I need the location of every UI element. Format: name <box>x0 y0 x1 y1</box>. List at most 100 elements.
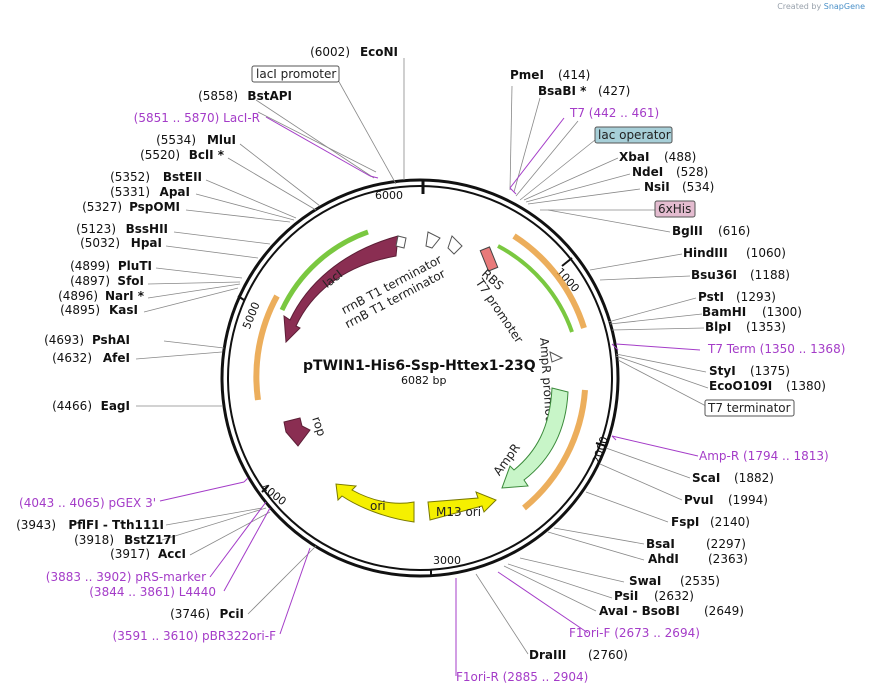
site-pshai-pos: (4693) <box>44 333 84 347</box>
ampR-arc <box>522 389 588 511</box>
site-nari-pos: (4896) <box>58 289 98 303</box>
m13-ori-label: M13 ori <box>436 505 481 519</box>
site-avai-bsobi-pos: (2649) <box>704 604 744 618</box>
lacI-arc-green <box>279 229 369 312</box>
site-ecoo109i-pos: (1380) <box>786 379 826 393</box>
site-kasi: KasI <box>109 303 138 317</box>
site-ndei: NdeI <box>632 165 663 179</box>
rrnB-terminator-2 <box>425 231 441 249</box>
map-label: lacI promoter <box>256 67 336 81</box>
leader-lines <box>135 58 709 655</box>
site-hindiii-pos: (1060) <box>746 246 786 260</box>
site-bamhi-pos: (1300) <box>762 305 802 319</box>
site-psti-pos: (1293) <box>736 290 776 304</box>
site-pvui: PvuI <box>684 493 714 507</box>
rop-label: rop <box>309 415 328 438</box>
site-ecoo109i: EcoO109I <box>709 379 772 393</box>
site-fspi: FspI <box>671 515 699 529</box>
right-enzyme-labels: PmeI (414) BsaBI * (427) T7 (442 .. 461)… <box>456 68 845 684</box>
site-afei: AfeI <box>103 351 130 365</box>
site-psti: PstI <box>698 290 724 304</box>
site-pmei: PmeI <box>510 68 544 82</box>
site-scai: ScaI <box>692 471 720 485</box>
site-scai-pos: (1882) <box>734 471 774 485</box>
site-hpai-pos: (5032) <box>80 236 120 250</box>
site-pflfi-pos: (3943) <box>16 518 56 532</box>
6xhis-box: 6xHis <box>654 200 696 218</box>
site-bglii-pos: (616) <box>718 224 750 238</box>
site-psii: PsiI <box>614 589 638 603</box>
primer-f1ori-r: F1ori-R (2885 .. 2904) <box>456 670 588 684</box>
site-pspomi: PspOMI <box>129 200 180 214</box>
site-eagi-pos: (4466) <box>52 399 92 413</box>
tick-2000: 2000 <box>590 435 611 466</box>
ampR-feature <box>501 387 569 489</box>
primer-ampr: Amp-R (1794 .. 1813) <box>699 449 829 463</box>
site-pshai: PshAI <box>92 333 130 347</box>
site-bsabi: BsaBI * <box>538 84 587 98</box>
rrnB-terminator-3 <box>447 235 463 255</box>
site-bsshii-pos: (5123) <box>76 222 116 236</box>
site-mlui-pos: (5534) <box>156 133 196 147</box>
site-pspomi-pos: (5327) <box>82 200 122 214</box>
primer-pgex3: (4043 .. 4065) pGEX 3' <box>19 496 156 510</box>
site-sfoi: SfoI <box>117 274 144 288</box>
map-label: T7 terminator <box>707 401 791 415</box>
rop-feature <box>283 417 311 447</box>
site-styi-pos: (1375) <box>750 364 790 378</box>
t7-region-arc-green <box>497 244 574 333</box>
site-hindiii: HindIII <box>683 246 728 260</box>
site-blpi: BlpI <box>705 320 731 334</box>
site-bsshii: BssHII <box>126 222 168 236</box>
site-draiii-pos: (2760) <box>588 648 628 662</box>
site-apai-pos: (5331) <box>110 185 150 199</box>
site-blpi-pos: (1353) <box>746 320 786 334</box>
plasmid-size: 6082 bp <box>401 374 446 387</box>
rbs-block <box>479 246 499 272</box>
tick-4000: 4000 <box>259 481 289 508</box>
site-eagi: EagI <box>101 399 130 413</box>
site-bglii: BglII <box>672 224 703 238</box>
map-label: 3000 <box>433 554 461 567</box>
site-nsii: NsiI <box>644 180 670 194</box>
map-label: lac operator <box>598 128 671 142</box>
backbone-inner <box>227 185 613 571</box>
ori-feature <box>335 483 415 523</box>
backbone-outer <box>220 178 620 578</box>
site-bamhi: BamHI <box>702 305 746 319</box>
snapgene-logo: SnapGene <box>823 2 865 11</box>
site-pluti-pos: (4899) <box>70 259 110 273</box>
lacI-feature <box>283 235 399 344</box>
lacI-promoter-box: lacI promoter <box>251 65 340 83</box>
site-avai-bsobi: AvaI - BsoBI <box>599 604 680 618</box>
site-kasi-pos: (4895) <box>60 303 100 317</box>
site-swai: SwaI <box>629 574 661 588</box>
site-bstz17i-pos: (3918) <box>74 533 114 547</box>
primer-l4440: (3844 .. 3861) L4440 <box>89 585 216 599</box>
site-pvui-pos: (1994) <box>728 493 768 507</box>
site-bsai: BsaI <box>646 537 675 551</box>
primer-lines <box>159 116 701 676</box>
site-fspi-pos: (2140) <box>710 515 750 529</box>
tick-6000: 6000 <box>375 189 403 202</box>
snapgene-credit: Created by SnapGene <box>777 2 865 11</box>
site-swai-pos: (2535) <box>680 574 720 588</box>
site-xbai-pos: (488) <box>664 150 696 164</box>
map-label: 2000 <box>590 435 611 466</box>
site-hpai: HpaI <box>131 236 162 250</box>
site-bstapi-pos: (5858) <box>198 89 238 103</box>
site-bsu36i-pos: (1188) <box>750 268 790 282</box>
site-afei-pos: (4632) <box>52 351 92 365</box>
site-pmei-pos: (414) <box>558 68 590 82</box>
primer-pbr322ori: (3591 .. 3610) pBR322ori-F <box>113 629 277 643</box>
site-bsabi-pos: (427) <box>598 84 630 98</box>
primer-t7term: T7 Term (1350 .. 1368) <box>707 342 845 356</box>
site-econi: EcoNI <box>360 45 398 59</box>
site-bsai-pos: (2297) <box>706 537 746 551</box>
site-econi-pos: (6002) <box>310 45 350 59</box>
tick-5000: 5000 <box>237 295 263 331</box>
site-nsii-pos: (534) <box>682 180 714 194</box>
t7-region-arc <box>512 233 587 329</box>
t7-terminator-box: T7 terminator <box>704 399 795 417</box>
